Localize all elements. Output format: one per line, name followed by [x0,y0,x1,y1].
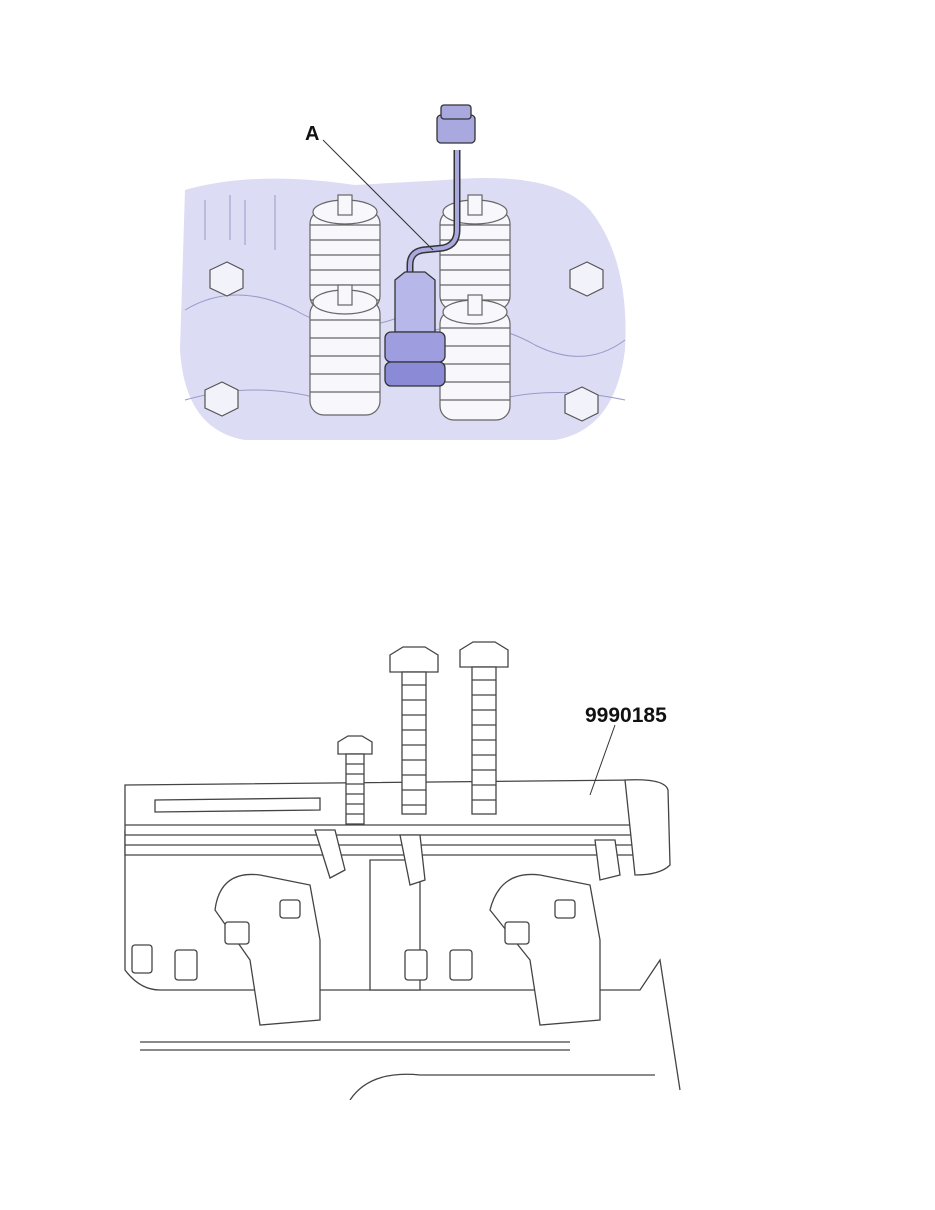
tool-9990185-illustration: 9990185 [124,641,681,1100]
clamps [314,829,621,886]
engine-outline [124,830,681,1091]
adapter-a [384,104,476,387]
bolts [337,641,509,825]
callout-leader [322,139,434,251]
valve-spring-adapter-illustration: A [180,104,626,440]
reference-links [190,556,318,572]
tool-number-label: 9990185 [585,704,667,727]
callout-a-label: A [305,123,319,145]
tool-rail [124,779,671,876]
part-number-leader [589,724,616,796]
bolt-heads [204,261,604,422]
rocker-arms [214,859,601,1026]
adjuster-nuts [131,899,576,981]
